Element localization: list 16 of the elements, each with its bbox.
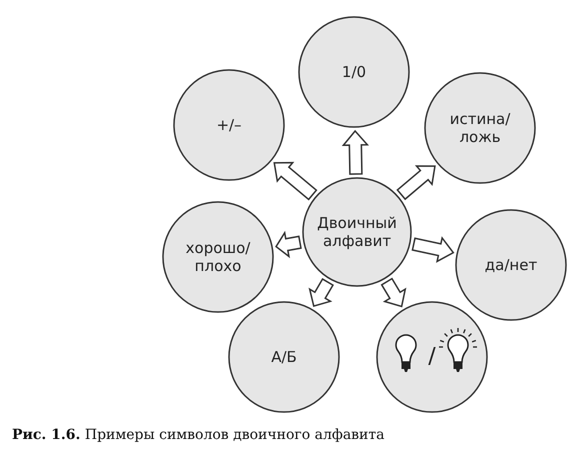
node-label: +/– bbox=[216, 116, 242, 134]
node-label: истина/ ложь bbox=[448, 110, 512, 146]
block-arrow bbox=[380, 278, 406, 308]
node-label: да/нет bbox=[484, 256, 538, 274]
block-arrow bbox=[275, 230, 302, 258]
figure-caption: Рис. 1.6. Примеры символов двоичного алфавита bbox=[12, 427, 384, 443]
node-label: А/Б bbox=[271, 348, 297, 366]
block-arrow bbox=[396, 165, 436, 200]
block-arrow bbox=[273, 162, 318, 200]
node-label: 1/0 bbox=[342, 63, 366, 81]
center-label: Двоичный алфавит bbox=[316, 214, 398, 250]
node-label: / bbox=[428, 344, 436, 370]
block-arrow bbox=[308, 278, 334, 307]
block-arrow bbox=[412, 236, 454, 263]
block-arrow bbox=[342, 130, 369, 175]
node-label: хорошо/ плохо bbox=[184, 239, 252, 275]
